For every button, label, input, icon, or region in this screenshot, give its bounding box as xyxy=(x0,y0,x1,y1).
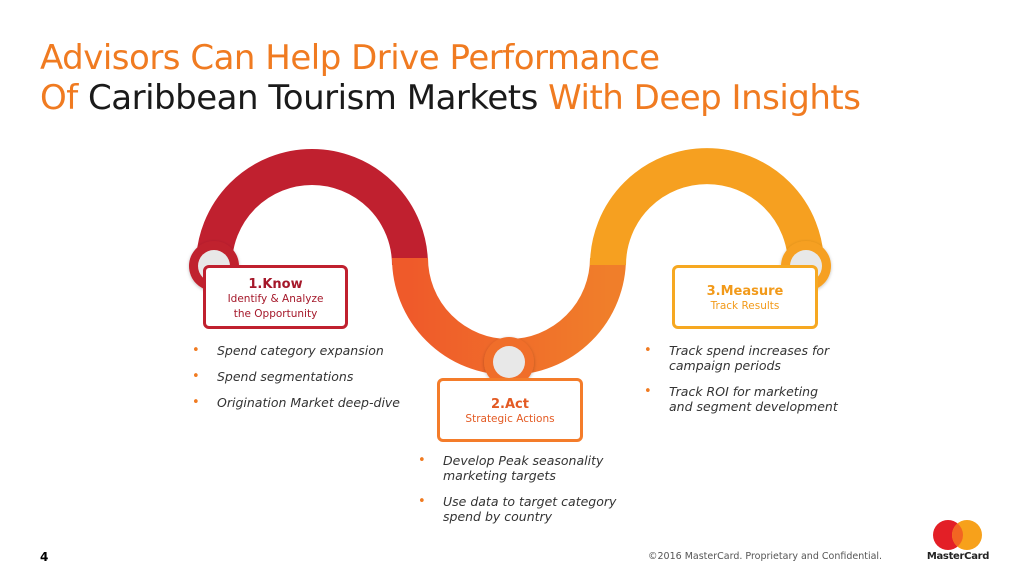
know-box: 1.Know Identify & Analyze the Opportunit… xyxy=(203,265,348,329)
slide-title: Advisors Can Help Drive Performance Of C… xyxy=(40,38,861,118)
know-desc-line-2: the Opportunity xyxy=(233,308,318,320)
measure-arc xyxy=(590,148,824,266)
act-bullet: Use data to target category spend by cou… xyxy=(418,494,618,524)
know-bullet: Spend category expansion xyxy=(192,343,412,358)
title-line-1: Advisors Can Help Drive Performance xyxy=(40,38,860,78)
know-bullet: Spend segmentations xyxy=(192,369,412,384)
measure-bullet: Track ROI for marketing and segment deve… xyxy=(644,384,844,414)
title-prefix: Of xyxy=(40,78,78,118)
logo-text: MasterCard xyxy=(926,551,990,562)
know-label: 1.Know xyxy=(248,277,303,292)
mastercard-logo-icon xyxy=(933,520,982,550)
measure-bullet: Track spend increases for campaign perio… xyxy=(644,343,844,373)
act-bullet: Develop Peak seasonality marketing targe… xyxy=(418,453,618,483)
measure-desc: Track Results xyxy=(710,300,780,312)
title-line-2: Of Caribbean Tourism Markets With Deep I… xyxy=(40,78,861,118)
know-desc-line-1: Identify & Analyze xyxy=(227,293,324,305)
measure-bullet-list: Track spend increases for campaign perio… xyxy=(644,343,844,425)
act-box: 2.Act Strategic Actions xyxy=(437,378,583,442)
act-bullet-list: Develop Peak seasonality marketing targe… xyxy=(418,453,618,535)
measure-box: 3.Measure Track Results xyxy=(672,265,818,329)
know-bullet: Origination Market deep-dive xyxy=(192,395,412,410)
title-line-1-text: Advisors Can Help Drive Performance xyxy=(40,38,660,78)
know-arc xyxy=(196,149,428,266)
mastercard-logo: MasterCard xyxy=(926,518,990,564)
title-suffix: With Deep Insights xyxy=(548,78,861,118)
page-number: 4 xyxy=(40,550,49,564)
measure-label: 3.Measure xyxy=(706,284,784,299)
act-label: 2.Act xyxy=(491,397,529,412)
act-node xyxy=(484,337,534,387)
know-bullet-list: Spend category expansion Spend segmentat… xyxy=(192,343,412,421)
copyright-footer: ©2016 MasterCard. Proprietary and Confid… xyxy=(648,551,883,562)
act-desc: Strategic Actions xyxy=(465,413,555,425)
title-middle: Caribbean Tourism Markets xyxy=(88,78,538,118)
